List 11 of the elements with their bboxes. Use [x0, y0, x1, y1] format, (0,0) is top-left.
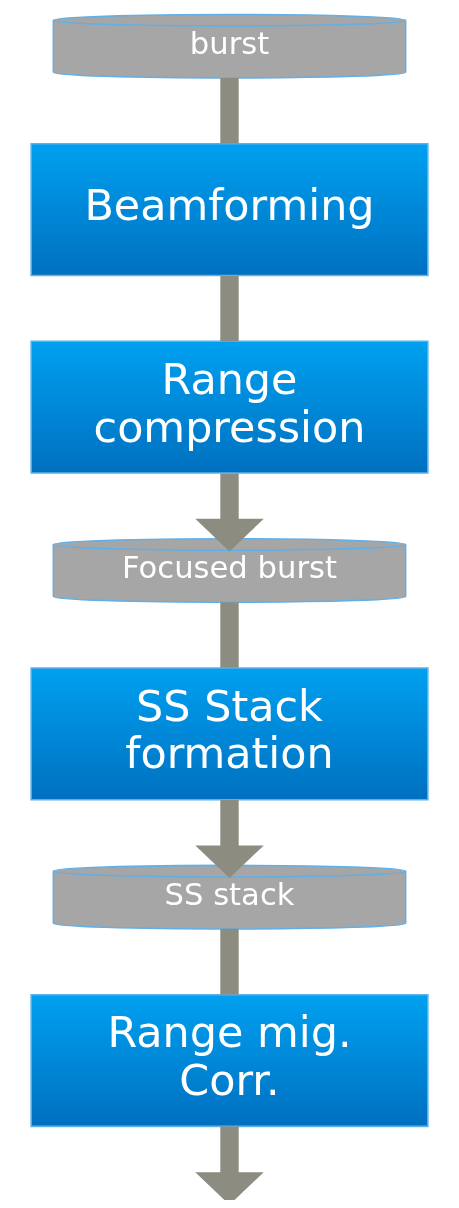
connector	[220, 77, 239, 144]
arrow	[195, 473, 264, 552]
node-box: Range compression	[30, 340, 429, 474]
node-box: SS Stack formation	[30, 667, 429, 801]
connector	[220, 928, 239, 995]
arrow	[195, 800, 264, 879]
node-box: Range mig. Corr.	[30, 993, 429, 1128]
arrow	[195, 1126, 264, 1200]
node-box: Beamforming	[30, 142, 429, 277]
connector	[220, 602, 239, 668]
connector	[220, 275, 239, 342]
